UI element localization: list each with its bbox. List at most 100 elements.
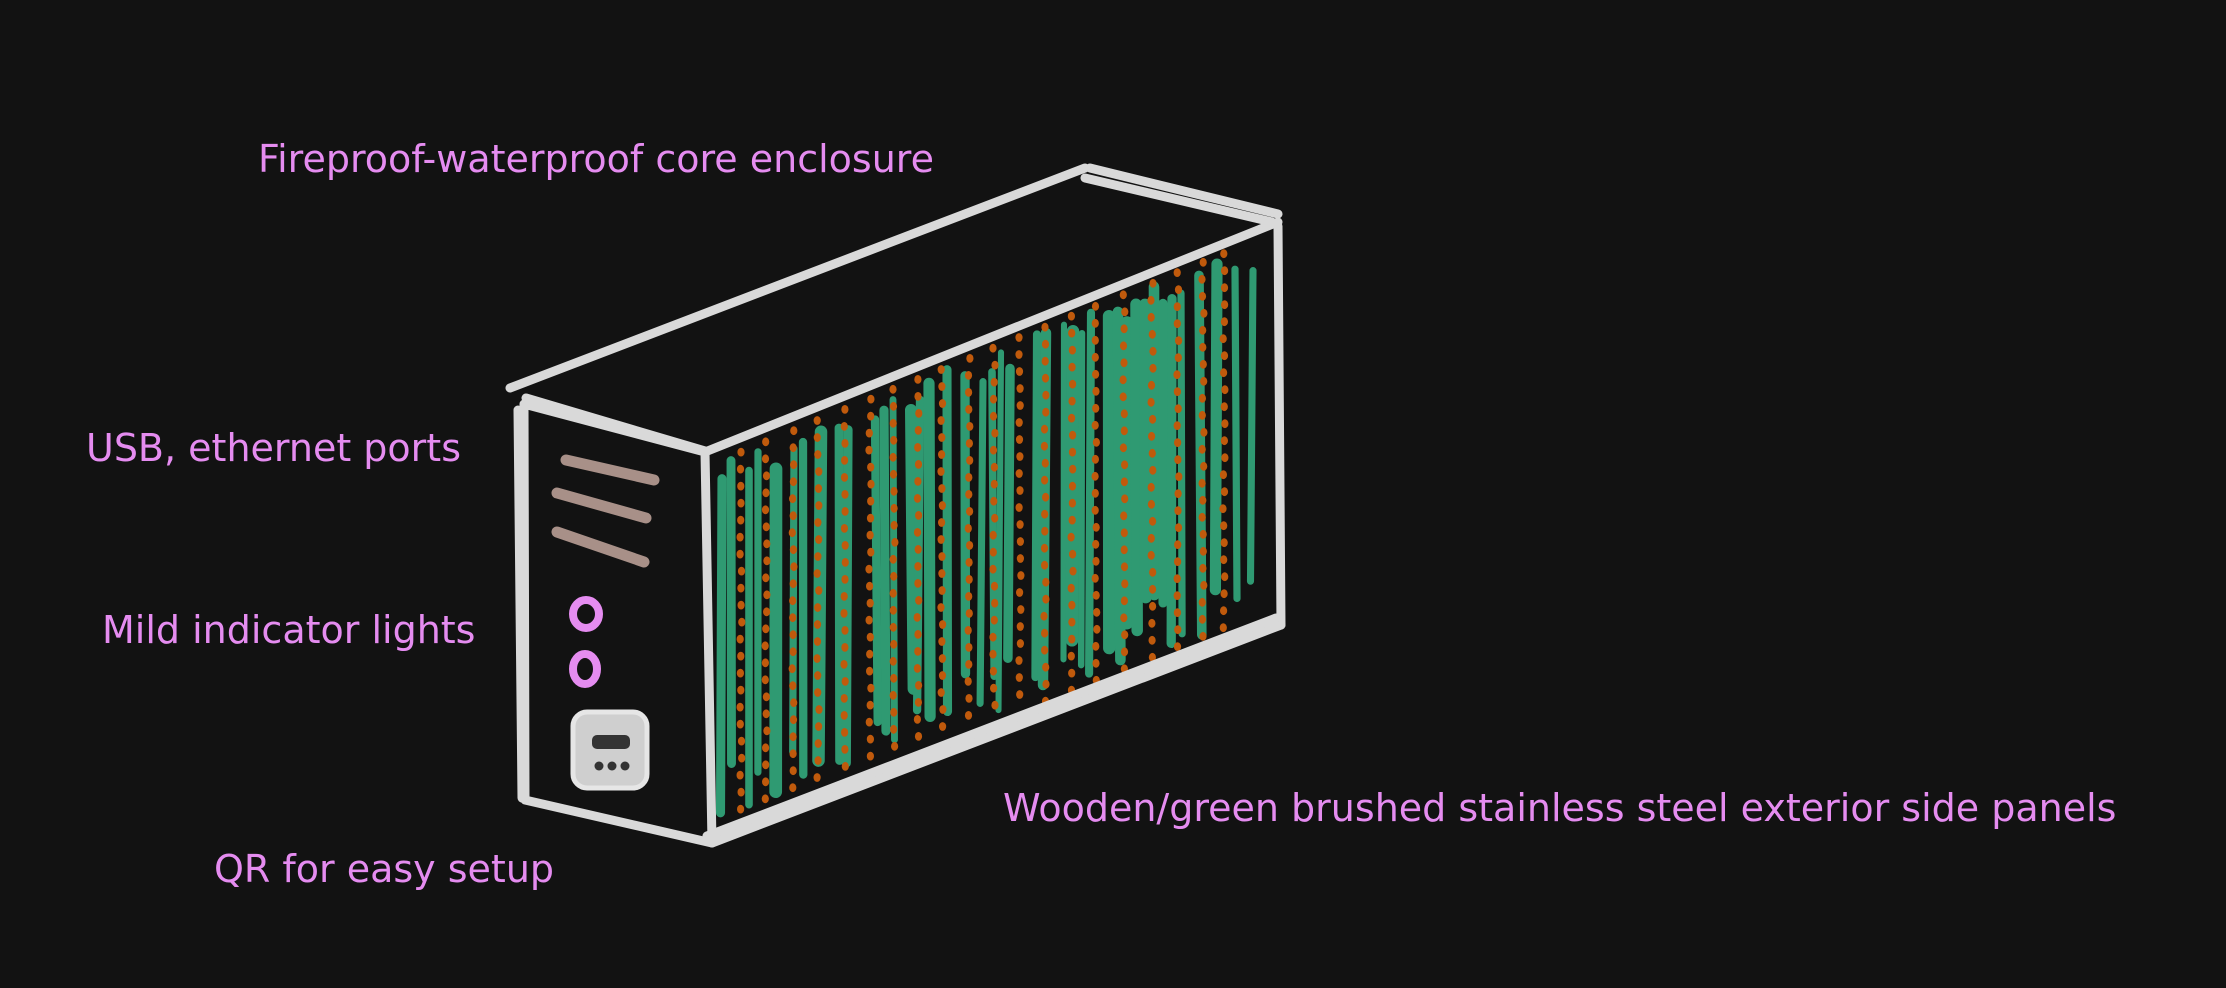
panel-dot [1149,601,1157,611]
panel-dot [1067,311,1075,321]
panel-dot [1040,441,1048,451]
panel-dot [1220,249,1228,259]
label-indicator-lights: Mild indicator lights [102,608,476,652]
panel-dot [762,471,771,481]
panel-dot [1068,481,1077,491]
panel-dot [1091,505,1099,515]
panel-dot [965,439,974,448]
panel-dot [990,615,998,625]
green-slat [889,396,898,744]
panel-dot [867,462,875,472]
panel-dot [1015,333,1023,342]
panel-dot [1200,580,1208,590]
panel-dot [1069,549,1077,559]
panel-dot [761,675,769,685]
panel-dot [991,700,999,710]
panel-dot [913,613,921,622]
panel-dot [762,437,770,447]
green-slat [1130,298,1143,637]
panel-dot [1068,668,1076,678]
panel-dot [990,462,999,472]
panel-dot [1042,679,1050,689]
panel-dot [1198,274,1206,284]
panel-dot [814,450,822,459]
panel-dot [840,660,848,669]
panel-dot [762,488,770,498]
panel-dot [1221,419,1229,429]
panel-dot [889,384,897,394]
panel-dot [867,479,875,489]
panel-dot [965,660,973,669]
panel-dot [1119,443,1127,453]
panel-dot [1220,283,1229,293]
panel-dot [841,643,849,652]
panel-dot [889,418,897,428]
panel-dot [1199,495,1207,505]
panel-dot [1121,494,1129,504]
panel-dot [914,630,922,639]
panel-dot [914,477,922,486]
panel-dot [937,467,945,476]
panel-dot [1016,639,1024,648]
panel-dot [890,707,898,717]
panel-dot [914,579,922,588]
panel-dot [1147,397,1155,407]
panel-dot [841,456,849,465]
panel-dot [1220,555,1228,565]
panel-dot [1120,613,1128,623]
panel-dot [965,388,973,397]
panel-dot [938,637,946,646]
panel-dot [938,586,946,595]
panel-dot [1148,618,1156,628]
panel-dot [1041,356,1049,366]
panel-dot [889,401,898,411]
panel-dot [965,609,973,618]
panel-dot [813,773,821,782]
panel-dot [814,603,822,612]
panel-dot [814,739,822,748]
panel-dot [938,433,946,442]
panel-dot [814,552,822,561]
panel-dot [1041,560,1049,570]
panel-dot [1041,509,1049,519]
panel-dot [1068,600,1076,610]
panel-dot [840,694,848,703]
panel-dot [1220,538,1228,548]
panel-dot [965,490,973,499]
panel-dot [1199,257,1207,267]
panel-dot [790,562,798,572]
green-slat [1177,289,1186,638]
panel-dot [989,394,998,404]
panel-dot [1041,458,1049,468]
panel-dot [1220,487,1229,497]
panel-dot [814,756,822,765]
panel-dot [1091,318,1099,328]
panel-dot [1174,353,1182,362]
panel-dot [1220,402,1228,412]
panel-dot [866,700,874,710]
panel-dot [1199,529,1207,539]
side-panel-dots [736,249,1229,814]
panel-dot [990,496,998,506]
panel-dot [1221,300,1229,310]
panel-dot [866,598,874,608]
panel-dot [1220,351,1229,361]
panel-dot [736,464,745,474]
panel-dot [866,530,874,540]
panel-dot [737,600,745,610]
panel-dot [1016,486,1024,495]
panel-dot [989,547,997,557]
panel-dot [1147,499,1155,509]
panel-dot [1040,611,1048,621]
panel-dot [1015,673,1023,682]
panel-dot [1067,651,1075,661]
panel-dot [891,741,899,751]
panel-dot [841,677,849,686]
panel-dot [1015,656,1023,665]
panel-dot [965,592,973,601]
panel-dot [813,569,821,578]
panel-dot [964,677,972,686]
panel-dot [840,524,849,533]
panel-dot [1091,335,1099,345]
panel-dot [762,692,771,702]
